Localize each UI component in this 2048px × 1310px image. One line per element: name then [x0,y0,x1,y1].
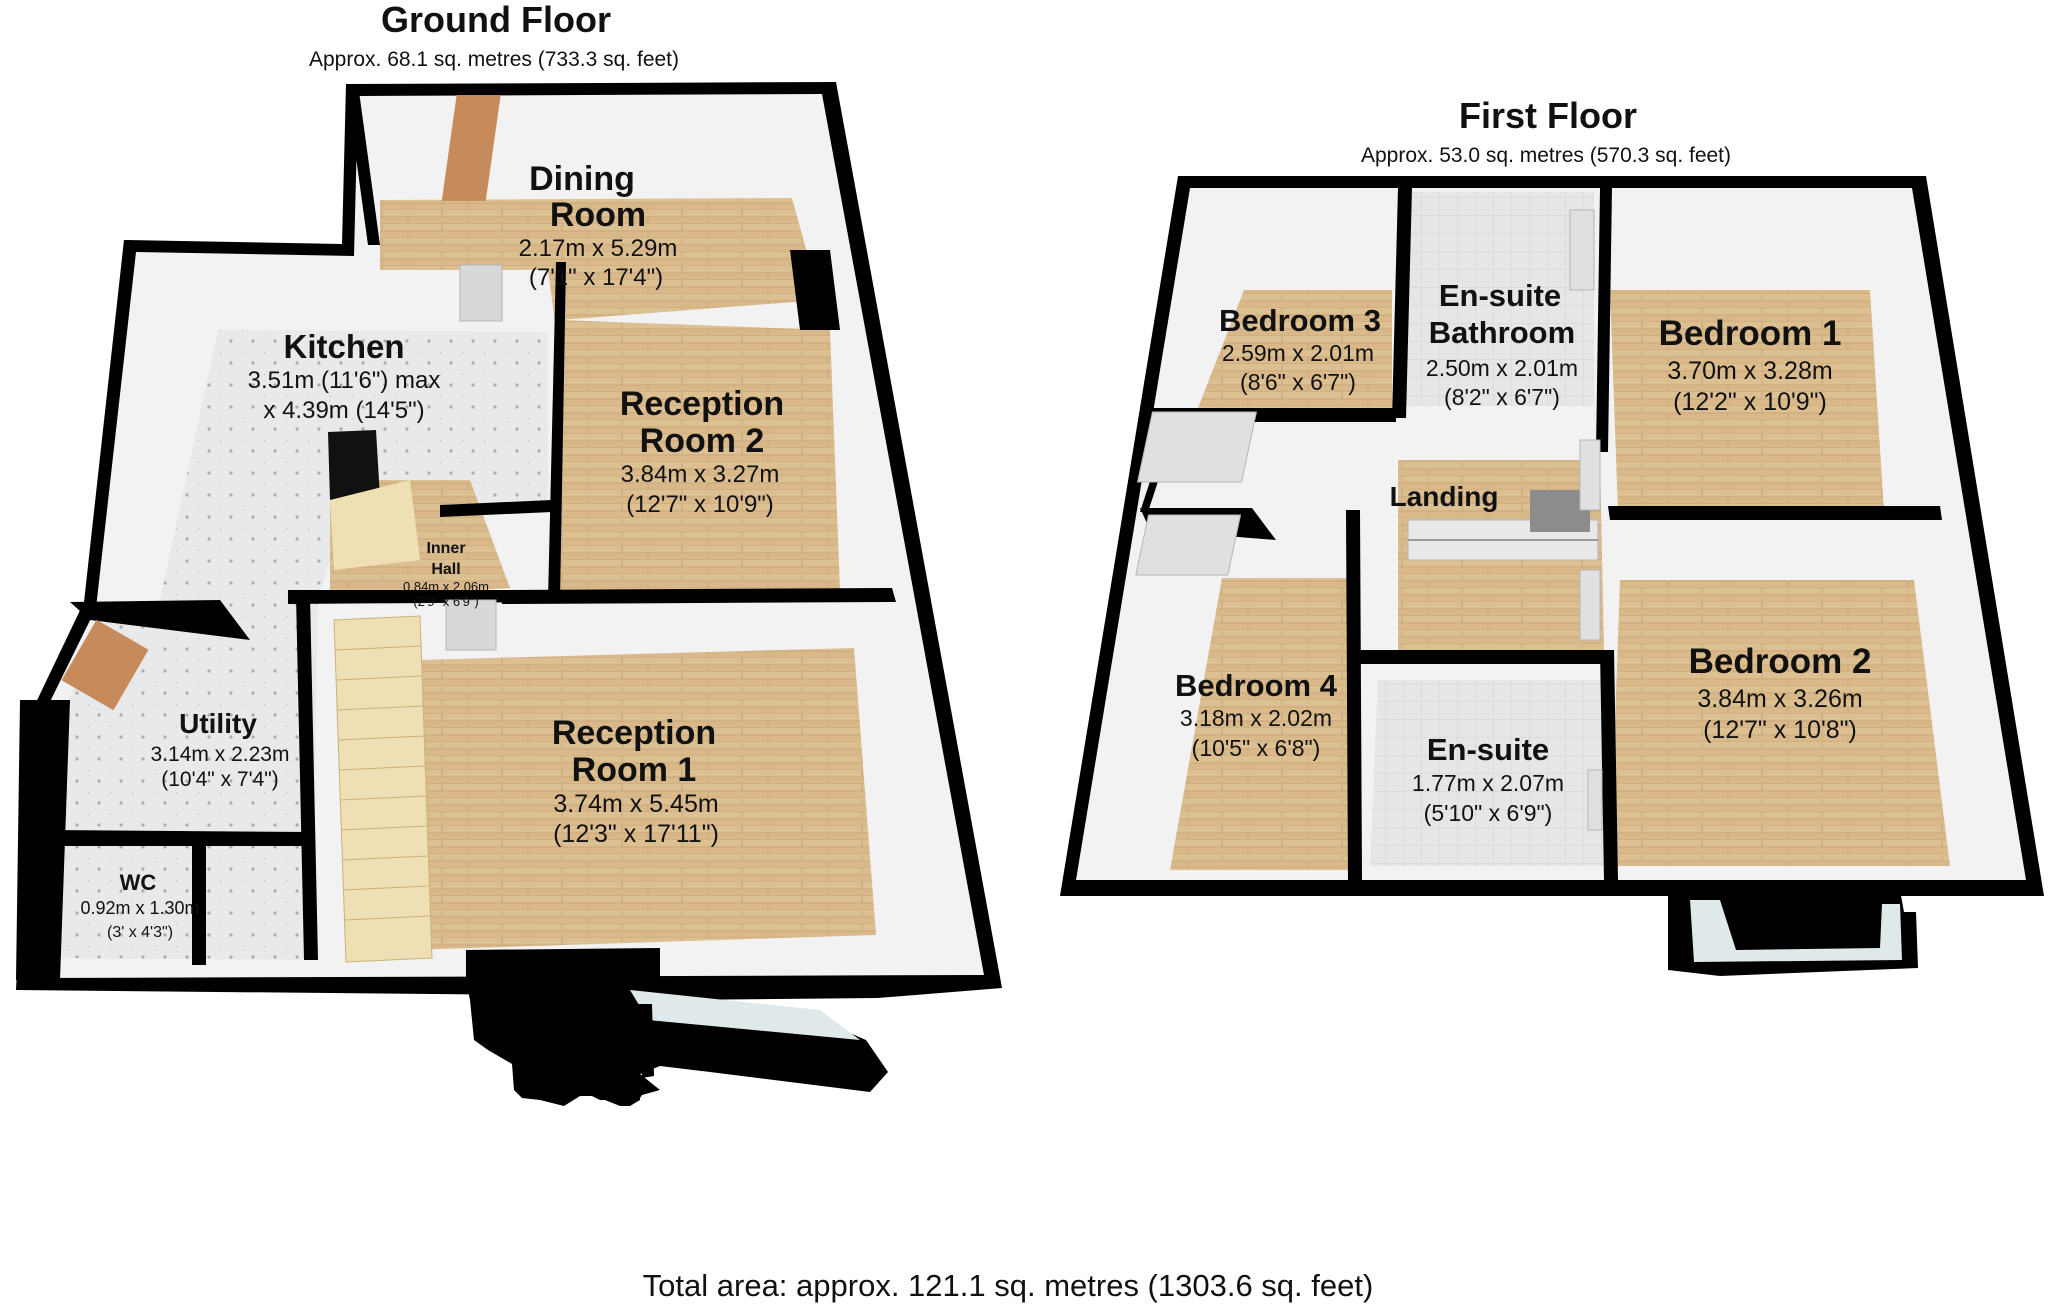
wc-size-imperial: (3' x 4'3") [107,924,173,941]
inner-hall-size-metric: 0.84m x 2.06m [403,579,489,594]
bedroom-3-size-imperial: (8'6" x 6'7") [1240,369,1356,395]
utility-size-imperial: (10'4" x 7'4") [161,768,278,791]
bedroom-3-name: Bedroom 3 [1219,303,1381,338]
reception-room-2-name-2: Room 2 [640,422,765,460]
ensuite-bathroom-floor [1400,192,1594,406]
first-floor-plan [1060,176,2044,976]
first-floor-bay-window [1668,890,1918,976]
reception-room-1-size-imperial: (12'3" x 17'11") [553,820,719,848]
bedroom-2-floor [1610,580,1950,866]
reception-room-1-floor [346,648,876,952]
dining-room-floor [380,198,820,330]
ground-floor-bay-window [466,948,888,1106]
reception-room-2-size-imperial: (12'7" x 10'9") [626,491,774,518]
kitchen-name: Kitchen [283,328,404,365]
ground-floor-title: Ground Floor [381,0,611,40]
inner-hall-name-1: Inner [426,540,465,557]
ensuite-door-icon [1587,769,1603,831]
reception-room-1-size-metric: 3.74m x 5.45m [553,790,718,818]
bedroom-1-floor [1610,290,1884,512]
kitchen-size-metric: 3.51m (11'6") max [248,367,441,394]
bedroom-1-size-metric: 3.70m x 3.28m [1667,357,1832,385]
kitchen-door-icon [459,264,503,322]
bedroom-1-name: Bedroom 1 [1659,314,1842,353]
wc-size-metric: 0.92m x 1.30m [80,898,199,918]
kitchen-size-imperial: x 4.39m (14'5") [263,397,424,424]
reception-room-2-size-metric: 3.84m x 3.27m [621,461,780,488]
bedroom-2-size-imperial: (12'7" x 10'8") [1703,716,1857,744]
bathroom-door-icon [1569,209,1595,291]
first-floor-internal-walls [1140,188,1942,880]
ground-floor-stairs [328,430,433,963]
dining-room-name-2: Room [550,196,646,234]
ensuite-bathroom-name-2: Bathroom [1429,315,1575,350]
first-floor-title: First Floor [1459,95,1637,136]
ground-floor-area: Approx. 68.1 sq. metres (733.3 sq. feet) [309,48,679,71]
reception-room-1-name-1: Reception [552,714,716,752]
bedroom-2-size-metric: 3.84m x 3.26m [1697,685,1862,713]
wc-name: WC [120,870,157,895]
bedroom-1-size-imperial: (12'2" x 10'9") [1673,388,1827,416]
reception-room-1-name-2: Room 1 [572,751,697,789]
ground-floor-plan [16,82,1002,1106]
bedroom-3-size-metric: 2.59m x 2.01m [1222,340,1374,366]
utility-size-metric: 3.14m x 2.23m [151,743,290,766]
bedroom-1-door-icon [1579,439,1601,511]
bedroom-4-size-metric: 3.18m x 2.02m [1180,705,1332,731]
bedroom-3-floor [1198,290,1392,410]
ensuite-size-metric: 1.77m x 2.07m [1412,770,1564,796]
total-area: Total area: approx. 121.1 sq. metres (13… [643,1268,1374,1303]
bedroom-4-floor [1170,578,1362,870]
ensuite-bathroom-name-1: En-suite [1439,278,1561,313]
ensuite-name: En-suite [1427,732,1549,767]
dining-room-name-1: Dining [529,160,635,198]
ensuite-bathroom-size-metric: 2.50m x 2.01m [1426,355,1578,381]
ensuite-floor [1370,680,1604,866]
ensuite-size-imperial: (5'10" x 6'9") [1424,800,1553,826]
utility-door-icon [61,619,149,711]
bedroom-2-name: Bedroom 2 [1689,642,1872,681]
bedroom-4-size-imperial: (10'5" x 6'8") [1192,735,1321,761]
bedroom-4-name: Bedroom 4 [1175,668,1338,703]
reception-room-2-name-1: Reception [620,385,784,423]
front-door-icon [441,95,501,201]
first-floor-area: Approx. 53.0 sq. metres (570.3 sq. feet) [1361,144,1731,167]
ground-floor-doors [61,95,503,711]
inner-hall-size-imperial: (2'9" x 6'9") [413,594,479,609]
inner-hall-name-2: Hall [431,561,460,578]
landing-name: Landing [1390,481,1499,512]
bedroom-2-door-icon [1579,569,1601,641]
reception-room-2-floor [560,320,840,592]
ensuite-bathroom-size-imperial: (8'2" x 6'7") [1444,384,1560,410]
dining-room-size-imperial: (7'1" x 17'4") [529,264,663,291]
dining-room-size-metric: 2.17m x 5.29m [519,235,678,262]
reception-door-icon [445,599,497,651]
first-floor-fittings [1135,209,1603,831]
utility-name: Utility [179,708,257,739]
